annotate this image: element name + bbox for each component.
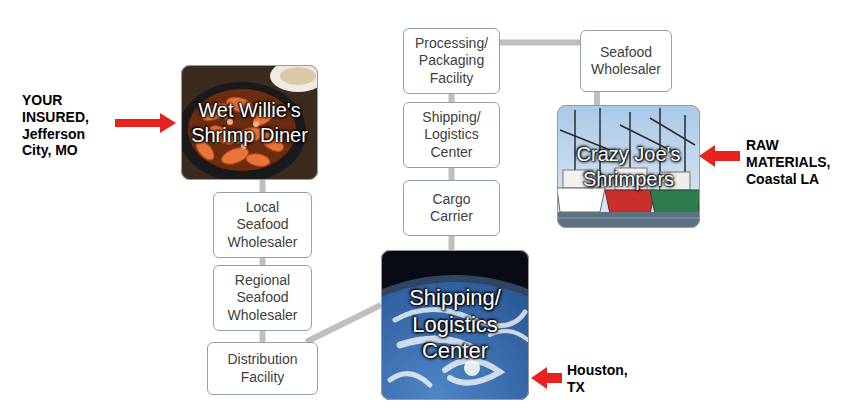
food-photo [181,65,318,180]
connector-line [594,92,600,105]
box-label: Local Seafood Wholesaler [220,199,305,250]
connector-line [449,168,455,180]
box-label: Distribution Facility [214,351,311,385]
photo-node: Crazy Joe's Shrimpers [557,105,700,228]
photo-node: Wet Willie's Shrimp Diner [181,65,318,180]
earth-photo [381,250,529,400]
boats-photo [557,105,700,228]
process-box: Shipping/ Logistics Center [403,102,500,167]
connector-line [449,236,455,250]
process-box: Local Seafood Wholesaler [213,192,312,257]
connector-line [449,94,455,103]
connector-line [260,180,266,192]
callout-label: Houston, TX [567,362,639,396]
callout-label: RAW MATERIALS, Coastal LA [746,137,838,187]
photo-caption: Shipping/ Logistics Center [388,285,522,365]
process-box: Seafood Wholesaler [580,30,672,92]
box-label: Regional Seafood Wholesaler [220,272,305,323]
connector-line [306,305,381,342]
callout-label: YOUR INSURED, Jefferson City, MO [22,92,110,159]
process-box: Cargo Carrier [403,180,500,236]
box-label: Shipping/ Logistics Center [410,109,493,160]
process-box: Regional Seafood Wholesaler [213,265,312,330]
photo-node: Shipping/ Logistics Center [381,250,529,400]
box-label: Processing/ Packaging Facility [410,35,493,86]
box-label: Seafood Wholesaler [587,44,665,78]
connector-line [260,258,266,266]
connector-line [500,39,580,45]
connector-line [260,331,266,342]
photo-caption: Wet Willie's Shrimp Diner [188,98,311,147]
box-label: Cargo Carrier [410,191,493,225]
process-box: Processing/ Packaging Facility [403,28,500,93]
process-box: Distribution Facility [207,342,318,395]
photo-caption: Crazy Joe's Shrimpers [564,142,693,191]
